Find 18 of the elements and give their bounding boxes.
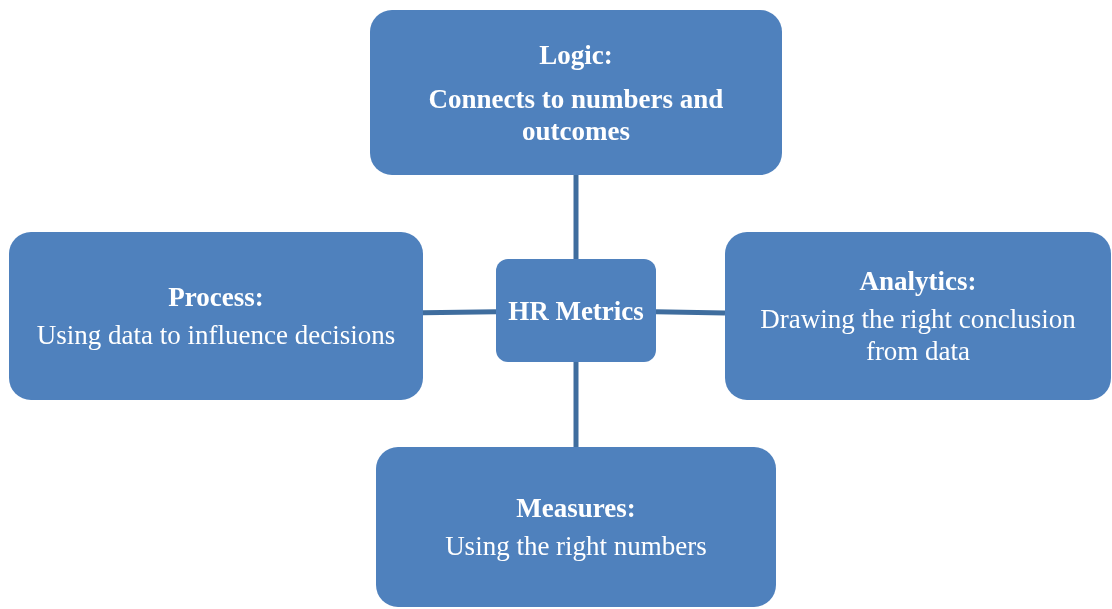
box-text: Using the right numbers [445,530,707,562]
rounded-box [9,232,423,400]
box-text: Using data to influence decisions [36,319,396,351]
box-heading: Process: [168,281,264,313]
connector-line [422,309,497,316]
box-heading: HR Metrics [508,294,644,327]
rounded-box [370,10,782,175]
connector-line [655,309,726,316]
connector-line [573,362,579,447]
box-heading: Analytics: [859,265,977,297]
box-text: Drawing the right conclusion from data [759,303,1077,367]
box-heading: Logic: [539,38,613,71]
connector-line [573,175,579,259]
rounded-box [725,232,1111,400]
box-text: Connects to numbers and outcomes [427,82,725,147]
box-heading: Measures: [516,492,636,524]
rounded-box [496,259,656,362]
rounded-box [376,447,776,607]
